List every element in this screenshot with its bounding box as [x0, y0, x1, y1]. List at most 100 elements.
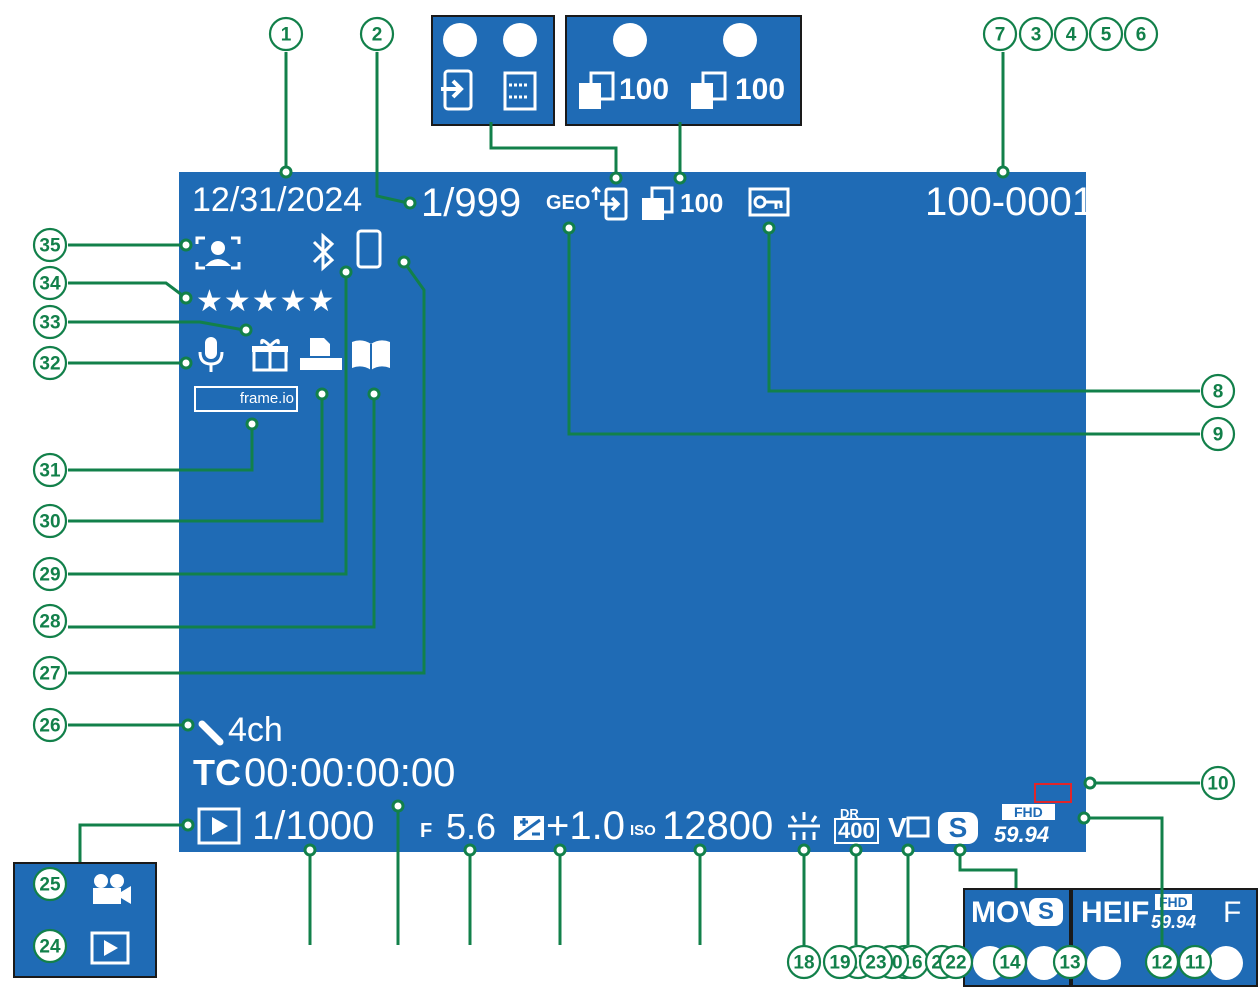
movie-camera-icon	[93, 874, 131, 904]
callout-marker-23: 23	[858, 944, 894, 980]
timecode: 00:00:00:00	[244, 751, 456, 795]
inset-dot	[503, 23, 537, 57]
inset-dot	[973, 946, 1007, 980]
callout-number: 5	[1101, 25, 1112, 46]
heif-label: HEIF	[1081, 896, 1150, 929]
resolution-badge: FHD	[1002, 804, 1055, 820]
dynamic-range-value: 400	[834, 818, 879, 844]
film-frame-icon	[906, 816, 930, 838]
transfer-count-b: 100	[735, 73, 786, 106]
callout-number: 1	[281, 25, 292, 46]
transfer-stack-icon	[691, 71, 727, 109]
callout-marker-3: 3	[1018, 16, 1054, 52]
print-order-icon	[300, 338, 342, 370]
face-detection-icon	[195, 236, 241, 270]
microphone-icon	[198, 337, 224, 372]
callout-number: 6	[1136, 25, 1147, 46]
geo-tag: GEO	[546, 192, 591, 214]
callout-marker-21: 21	[924, 944, 960, 980]
shutter-speed: 1/1000	[252, 804, 375, 848]
callout-marker-30: 30	[32, 503, 68, 539]
bluetooth-icon	[312, 232, 335, 272]
callout-number: 18	[793, 953, 814, 974]
callout-marker-8: 8	[1200, 373, 1236, 409]
callout-number: 28	[39, 612, 60, 633]
transfer-count-a: 100	[619, 73, 670, 106]
photobook-icon	[352, 340, 390, 370]
callout-marker-10: 10	[1200, 765, 1236, 801]
callout-marker-2: 2	[359, 16, 395, 52]
date-display: 12/31/2024	[192, 181, 363, 219]
callout-number: 33	[39, 313, 60, 334]
callout-number: 4	[1066, 25, 1077, 46]
callout-marker-34: 34	[32, 265, 68, 301]
microphone-wand-icon	[198, 720, 224, 746]
inset-mov-format: MOV S	[963, 888, 1071, 987]
frameio-badge: frame.io	[194, 386, 298, 412]
callout-marker-26: 26	[32, 707, 68, 743]
dynamic-range-label: DR	[840, 806, 859, 821]
aperture-value: 5.6	[446, 806, 497, 847]
frame-number: 1/999	[421, 181, 522, 225]
playback-icon	[90, 931, 130, 965]
callout-number: 26	[39, 716, 60, 737]
transfer-stack-icon	[579, 71, 615, 109]
inset-dot	[1027, 946, 1061, 980]
iso-value: 12800	[662, 804, 774, 848]
callout-marker-28: 28	[32, 603, 68, 639]
callout-marker-5: 5	[1088, 16, 1124, 52]
callout-marker-27: 27	[32, 655, 68, 691]
playback-screen	[179, 172, 1086, 852]
audio-channels: 4ch	[228, 711, 283, 749]
callout-marker-7: 7	[982, 16, 1018, 52]
callout-number: 23	[865, 953, 886, 974]
inset-dot	[443, 23, 477, 57]
callout-number: 31	[39, 461, 61, 482]
movie-quality-badge: S	[938, 812, 978, 844]
callout-marker-29: 29	[32, 556, 68, 592]
callout-marker-20: 20	[874, 944, 910, 980]
exposure-compensation-icon	[514, 816, 544, 840]
callout-marker-1: 1	[268, 16, 304, 52]
callout-marker-19: 19	[822, 944, 858, 980]
callout-number: 29	[39, 565, 60, 586]
transfer-count: 100	[680, 188, 724, 218]
callout-number: 3	[1031, 25, 1042, 46]
callout-number: 34	[39, 274, 61, 295]
white-balance-icon	[788, 812, 820, 840]
exposure-compensation: +1.0	[546, 804, 625, 848]
inset-heif-format: HEIF FHD 59.94 F	[1071, 888, 1258, 987]
callout-marker-15: 15	[887, 944, 923, 980]
inset-dot	[723, 23, 757, 57]
callout-marker-4: 4	[1053, 16, 1089, 52]
transfer-stack-icon	[642, 186, 674, 220]
callout-number: 35	[39, 236, 61, 257]
inset-transfer-icons	[431, 15, 555, 126]
film-simulation: V	[888, 812, 907, 843]
callout-number: 32	[39, 354, 60, 375]
timecode-prefix: TC	[193, 752, 241, 793]
callout-number: 2	[372, 25, 383, 46]
inset-dot	[613, 23, 647, 57]
callout-marker-18: 18	[786, 944, 822, 980]
callout-number: 9	[1213, 425, 1224, 446]
callout-number: 20	[881, 953, 902, 974]
iso-prefix: ISO	[630, 822, 656, 839]
playback-mode-icon	[197, 807, 241, 845]
callout-marker-35: 35	[32, 227, 68, 263]
callout-marker-31: 31	[32, 452, 68, 488]
transfer-arrow-icon	[441, 69, 537, 111]
battery-icon	[1034, 783, 1072, 803]
callout-marker-9: 9	[1200, 416, 1236, 452]
callout-marker-17: 17	[840, 944, 876, 980]
callout-marker-16: 16	[894, 944, 930, 980]
callout-number: 27	[39, 664, 60, 685]
protect-key-icon	[748, 187, 790, 217]
inset-transfer-counts: 100 100	[565, 15, 802, 126]
callout-marker-33: 33	[32, 304, 68, 340]
smartphone-icon	[356, 229, 382, 269]
framerate: 59.94	[994, 822, 1050, 847]
callout-number: 16	[901, 953, 922, 974]
inset-dot	[1209, 946, 1243, 980]
mov-label: MOV	[971, 896, 1040, 929]
